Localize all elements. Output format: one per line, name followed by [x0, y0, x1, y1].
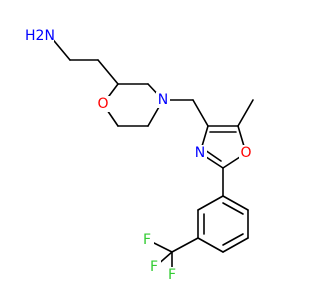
atom-n-oxazole: N	[193, 145, 207, 161]
atom-f3: F	[166, 267, 179, 283]
atom-label-o-oxazole: O	[240, 145, 251, 161]
atom-label-f3: F	[168, 267, 176, 283]
atom-label-layer: H2N O N N O F F F	[25, 27, 253, 283]
atom-label-n-oxazole: N	[195, 145, 205, 161]
bond-ph1-ph2	[197, 195, 224, 211]
atom-o-morpholine: O	[96, 96, 110, 112]
bond-c2ox-nox-double	[204, 149, 222, 162]
bond-ph3-cf3	[171, 237, 199, 253]
bond-ph6-ph1	[222, 195, 249, 211]
atom-f2: F	[148, 259, 161, 275]
bond-ph3-ph4	[197, 237, 224, 253]
bond-c2-c2morph	[97, 59, 119, 85]
bond-ch2-c4ox	[192, 99, 209, 127]
atom-nh2: H2N	[25, 27, 55, 45]
atom-o-oxazole: O	[239, 145, 253, 161]
bond-c5ox-methyl	[237, 99, 254, 127]
bond-ph4-ph5	[222, 237, 249, 253]
atom-f1: F	[141, 232, 154, 248]
atom-n-morpholine: N	[156, 92, 170, 108]
bond-ph6-ph1-double	[222, 202, 244, 215]
atom-label-o-morpholine: O	[97, 96, 108, 112]
atom-label-f1: F	[143, 232, 151, 248]
bond-ph4-ph5-double	[222, 233, 244, 246]
atom-label-n-morpholine: N	[158, 92, 168, 108]
molecule-structure: H2N O N N O F F F	[25, 27, 254, 283]
atom-label-f2: F	[150, 259, 158, 275]
atom-label-nh2: H2N	[25, 28, 55, 44]
